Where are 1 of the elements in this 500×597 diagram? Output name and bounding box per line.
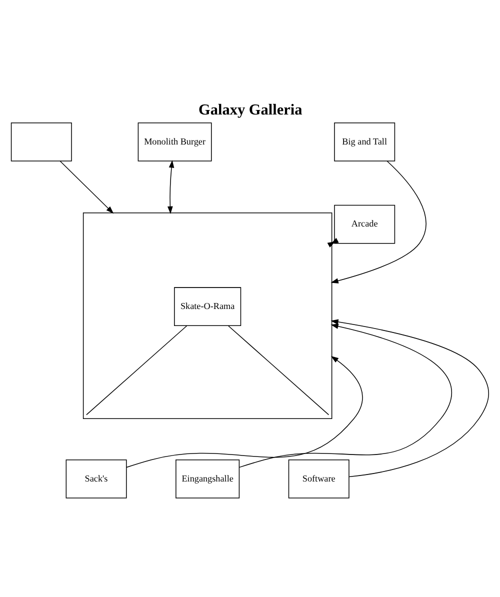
diagram-title: Galaxy Galleria [198, 101, 302, 118]
